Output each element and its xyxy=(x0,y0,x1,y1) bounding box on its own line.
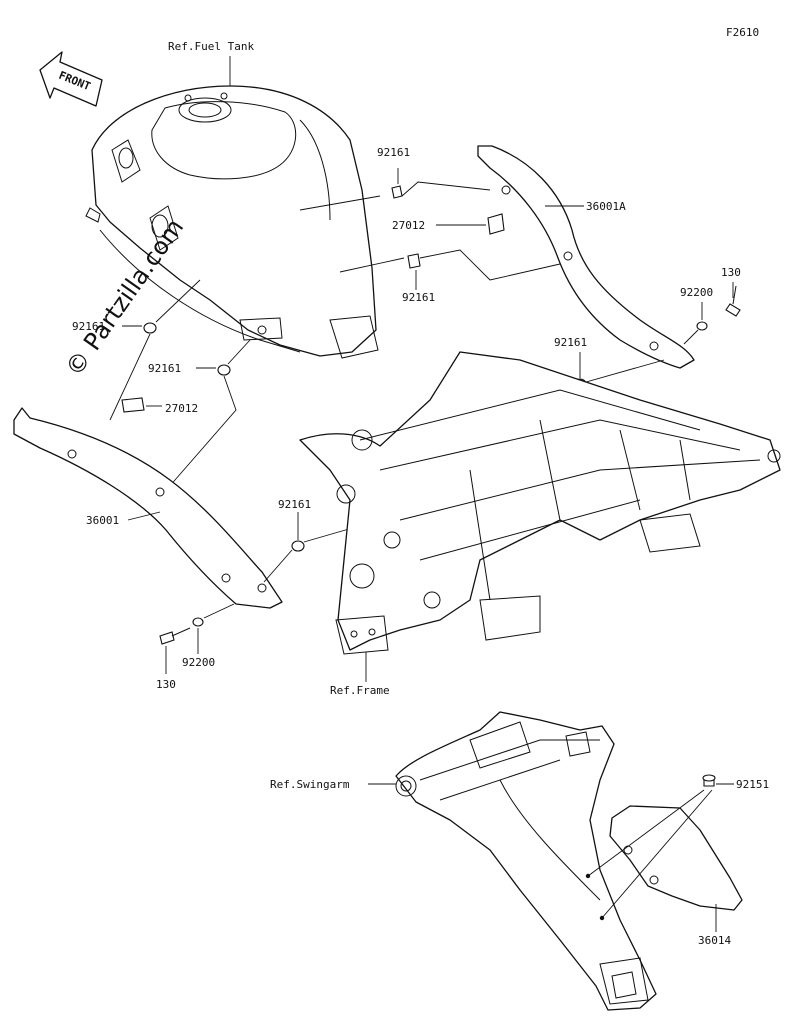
label-27012-right xyxy=(487,213,505,235)
front-arrow-icon: FRONT xyxy=(39,51,103,107)
fuel-tank xyxy=(85,85,379,359)
callout-92161-center: 92161 xyxy=(278,498,311,511)
callout-92151: 92151 xyxy=(736,778,769,791)
frame xyxy=(299,351,781,655)
callout-27012-right: 27012 xyxy=(392,219,425,232)
washer-92200-right xyxy=(696,321,708,331)
callout-27012-left: 27012 xyxy=(165,402,198,415)
callout-130-right: 130 xyxy=(721,266,741,279)
callout-92161-left-mid: 92161 xyxy=(148,362,181,375)
clip-92161-left-upper xyxy=(143,322,157,334)
callout-130-left: 130 xyxy=(156,678,176,691)
clip-92161-mid-right xyxy=(407,253,421,269)
callout-92161-mid-right: 92161 xyxy=(402,291,435,304)
washer-92200-left xyxy=(192,617,204,627)
chain-guard xyxy=(609,805,743,911)
bolt-130-left xyxy=(159,627,191,645)
callout-92200-left: 92200 xyxy=(182,656,215,669)
clip-92161-left-mid xyxy=(217,364,231,376)
label-27012-left xyxy=(121,397,145,413)
swingarm xyxy=(395,711,657,1011)
callout-36014: 36014 xyxy=(698,934,731,947)
screw-92151 xyxy=(702,774,716,787)
ref-fuel-tank-label: Ref.Fuel Tank xyxy=(168,40,254,53)
callout-36001a: 36001A xyxy=(586,200,626,213)
ref-swingarm-label: Ref.Swingarm xyxy=(270,778,350,791)
ref-frame-label: Ref.Frame xyxy=(330,684,390,697)
side-cover-left xyxy=(13,407,283,609)
callout-36001: 36001 xyxy=(86,514,119,527)
callout-92161-top: 92161 xyxy=(377,146,410,159)
watermark: © Partzilla.com xyxy=(60,214,189,382)
bolt-130-right xyxy=(725,285,741,317)
callout-92161-frame: 92161 xyxy=(554,336,587,349)
side-cover-right xyxy=(477,145,695,369)
callout-92200-right: 92200 xyxy=(680,286,713,299)
clip-92161-top xyxy=(391,185,403,199)
callout-92161-left-upper: 92161 xyxy=(72,320,105,333)
figure-code: F2610 xyxy=(726,26,759,39)
clip-92161-center xyxy=(291,540,305,552)
